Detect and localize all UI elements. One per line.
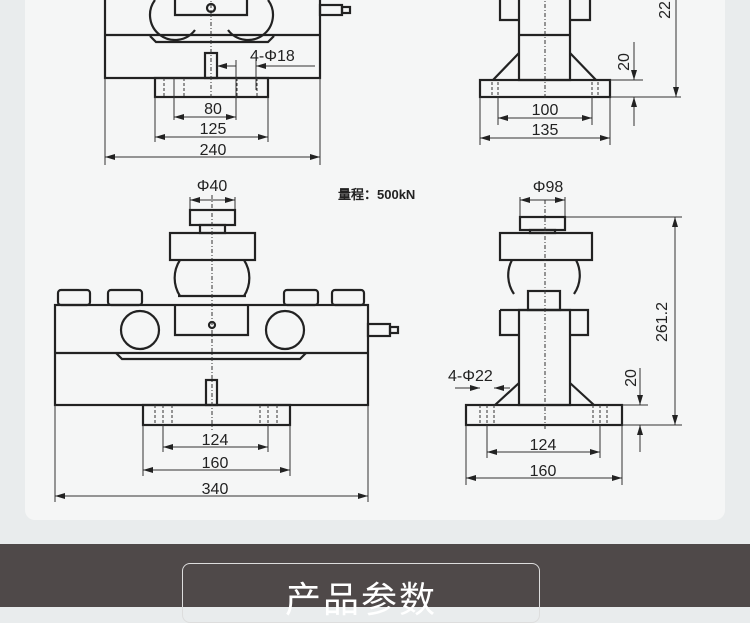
dim-160: 160 [202, 455, 229, 472]
technical-drawing: 4-Φ18 80 125 240 100 135 20 22 量程：500kN … [53, 0, 682, 502]
cap-label: Φ40 [197, 178, 228, 195]
bottom-right-view: Φ98 4-Φ22 124 160 20 261.2 [448, 179, 682, 485]
dim-125: 125 [200, 121, 227, 138]
section-title: 产品参数 [284, 580, 437, 621]
dim-340: 340 [202, 481, 229, 498]
dim-20: 20 [623, 369, 640, 387]
cap-label: Φ98 [533, 179, 564, 196]
dim-124: 124 [530, 437, 557, 454]
dim-20: 20 [616, 53, 633, 71]
section-header-band: 产品参数 [0, 544, 750, 623]
hole-label: 4-Φ18 [250, 48, 295, 65]
dim-240: 240 [200, 142, 227, 159]
dim-160: 160 [530, 463, 557, 480]
top-right-view: 100 135 20 22 [478, 0, 681, 145]
dim-124: 124 [202, 432, 229, 449]
section-title-box: 产品参数 [182, 563, 540, 623]
dim-height: 22 [657, 1, 674, 19]
bottom-left-view: Φ40 124 160 340 [53, 178, 400, 502]
dim-261-2: 261.2 [654, 302, 671, 342]
top-left-view: 4-Φ18 80 125 240 [103, 0, 352, 165]
dim-80: 80 [204, 101, 222, 118]
range-label: 量程：500kN [338, 187, 415, 202]
drawing-card [25, 0, 725, 520]
dim-100: 100 [532, 102, 559, 119]
hole-label: 4-Φ22 [448, 368, 493, 385]
dim-135: 135 [532, 122, 559, 139]
